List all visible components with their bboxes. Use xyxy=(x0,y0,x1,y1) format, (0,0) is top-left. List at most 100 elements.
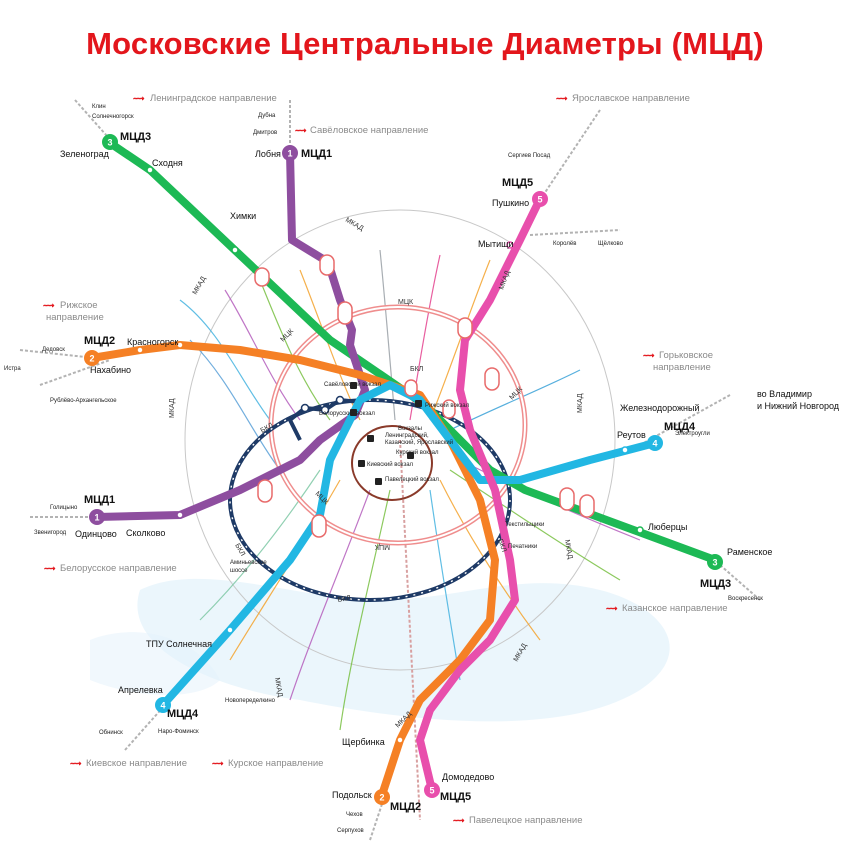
svg-text:Сколково: Сколково xyxy=(126,528,165,538)
svg-text:⟿: ⟿ xyxy=(212,759,224,768)
svg-text:МКАД: МКАД xyxy=(192,275,208,296)
station-labels: Клин Солнечногорск Зеленоград Сходня Хим… xyxy=(4,104,840,834)
line-number-badge-icon: 5 xyxy=(532,191,548,207)
station-circle-icon xyxy=(621,446,629,454)
svg-text:⟿: ⟿ xyxy=(133,94,145,103)
station-circle-icon xyxy=(176,341,184,349)
svg-text:Раменское: Раменское xyxy=(727,547,772,557)
bkl-ring xyxy=(228,398,512,602)
line-number-badge-icon: 3 xyxy=(102,134,118,150)
svg-text:Истра: Истра xyxy=(4,366,21,372)
station-markers xyxy=(136,166,644,744)
svg-text:Казанский, Ярославский: Казанский, Ярославский xyxy=(385,439,453,446)
svg-text:⟿: ⟿ xyxy=(44,564,56,573)
svg-text:Белорусский вокзал: Белорусский вокзал xyxy=(319,410,375,417)
svg-text:МЦД1: МЦД1 xyxy=(301,148,332,160)
line-number-badge-icon: 1 xyxy=(282,145,298,161)
svg-text:Наро-Фоминск: Наро-Фоминск xyxy=(158,729,199,735)
svg-text:Воскресенск: Воскресенск xyxy=(728,596,763,602)
svg-text:1: 1 xyxy=(287,149,292,159)
svg-text:БКЛ: БКЛ xyxy=(410,366,424,373)
svg-text:МЦД4: МЦД4 xyxy=(664,421,696,433)
svg-text:Павелецкое направление: Павелецкое направление xyxy=(469,815,583,826)
svg-text:БКЛ: БКЛ xyxy=(496,538,507,553)
svg-text:МКАД: МКАД xyxy=(169,398,176,418)
svg-text:Пушкино: Пушкино xyxy=(492,198,529,208)
svg-text:во Владимир: во Владимир xyxy=(757,389,812,399)
svg-text:МЦК: МЦК xyxy=(279,327,295,343)
svg-text:Дмитров: Дмитров xyxy=(253,130,277,136)
svg-text:Савёловский вокзал: Савёловский вокзал xyxy=(324,381,382,388)
mcd5-line xyxy=(416,195,544,794)
svg-text:Щербинка: Щербинка xyxy=(342,737,385,747)
line-number-badge-icon: 1 xyxy=(89,509,105,525)
line-number-badge-icon: 4 xyxy=(155,697,171,713)
svg-text:Рижское: Рижское xyxy=(60,300,98,311)
line-number-badge-icon: 3 xyxy=(707,554,723,570)
svg-text:Мытищи: Мытищи xyxy=(478,239,514,249)
svg-text:МКАД: МКАД xyxy=(273,677,283,698)
line-number-badge-icon: 2 xyxy=(84,350,100,366)
line-name-labels: МЦД3 МЦД1 МЦД5 МЦД2 МЦД1 МЦД4 МЦД3 МЦД4 … xyxy=(84,131,731,813)
map-title: Московские Центральные Диаметры (МЦД) xyxy=(86,26,764,61)
svg-text:Королёв: Королёв xyxy=(553,241,576,247)
svg-text:Железнодорожный: Железнодорожный xyxy=(620,403,700,413)
svg-text:Реутов: Реутов xyxy=(617,430,646,440)
svg-text:МЦД4: МЦД4 xyxy=(167,708,199,720)
svg-text:Павелецкий вокзал: Павелецкий вокзал xyxy=(385,476,439,483)
svg-text:2: 2 xyxy=(89,354,94,364)
svg-text:Дедовск: Дедовск xyxy=(42,347,65,353)
svg-text:Новопеределкино: Новопеределкино xyxy=(225,698,276,704)
svg-text:Белорусское направление: Белорусское направление xyxy=(60,563,177,574)
svg-text:Щёлково: Щёлково xyxy=(598,241,624,247)
svg-text:Химки: Химки xyxy=(230,211,256,221)
svg-text:Вокзалы: Вокзалы xyxy=(398,426,422,432)
mcd4-line xyxy=(159,381,659,709)
svg-text:ТПУ Солнечная: ТПУ Солнечная xyxy=(146,639,212,649)
svg-text:4: 4 xyxy=(652,439,657,449)
svg-text:⟿: ⟿ xyxy=(295,126,307,135)
svg-text:Звенигород: Звенигород xyxy=(34,530,67,536)
svg-text:Ленинградский,: Ленинградский, xyxy=(385,432,429,439)
svg-text:МКАД: МКАД xyxy=(577,393,584,413)
svg-text:МКАД: МКАД xyxy=(344,217,365,233)
station-circle-icon xyxy=(231,246,239,254)
svg-text:МЦД5: МЦД5 xyxy=(502,177,533,189)
train-station-icon xyxy=(350,382,422,485)
svg-text:3: 3 xyxy=(107,138,112,148)
svg-text:Текстильщики: Текстильщики xyxy=(505,522,544,528)
station-circle-icon xyxy=(226,626,234,634)
line-number-badge-icon: 2 xyxy=(374,789,390,805)
svg-text:Обнинск: Обнинск xyxy=(99,730,123,736)
line-badges: 3 1 5 2 1 4 3 4 xyxy=(84,134,723,805)
svg-text:Подольск: Подольск xyxy=(332,790,372,800)
svg-text:БКЛ: БКЛ xyxy=(337,595,352,604)
rzd-logo-icon: ⟿ ⟿ ⟿ ⟿ ⟿ ⟿ ⟿ ⟿ ⟿ ⟿ xyxy=(43,94,655,825)
svg-text:направление: направление xyxy=(46,312,104,323)
svg-text:5: 5 xyxy=(429,786,434,796)
line-number-badge-icon: 5 xyxy=(424,782,440,798)
station-circle-icon xyxy=(136,346,144,354)
svg-text:Ленинградское направление: Ленинградское направление xyxy=(150,93,277,104)
svg-text:Лобня: Лобня xyxy=(255,149,281,159)
svg-text:Клин: Клин xyxy=(92,104,106,110)
direction-labels: Ленинградское направление Савёловское на… xyxy=(46,93,728,826)
svg-text:Ярославское направление: Ярославское направление xyxy=(572,93,690,104)
svg-text:Дубна: Дубна xyxy=(258,113,276,119)
svg-text:3: 3 xyxy=(712,558,717,568)
svg-text:Голицыно: Голицыно xyxy=(50,505,78,511)
station-circle-icon xyxy=(146,166,154,174)
svg-text:Сергиев Посад: Сергиев Посад xyxy=(508,153,551,159)
svg-text:Серпухов: Серпухов xyxy=(337,828,364,834)
railway-directions xyxy=(19,99,761,841)
svg-text:МЦД1: МЦД1 xyxy=(84,494,115,506)
svg-text:Люберцы: Люберцы xyxy=(648,522,687,532)
svg-text:Горьковское: Горьковское xyxy=(659,350,713,361)
station-circle-icon xyxy=(396,736,404,744)
svg-text:Казанское направление: Казанское направление xyxy=(622,603,728,614)
svg-text:Красногорск: Красногорск xyxy=(127,337,178,347)
svg-text:Курский вокзал: Курский вокзал xyxy=(396,449,439,456)
mkad-ring xyxy=(184,209,616,671)
svg-text:⟿: ⟿ xyxy=(43,301,55,310)
